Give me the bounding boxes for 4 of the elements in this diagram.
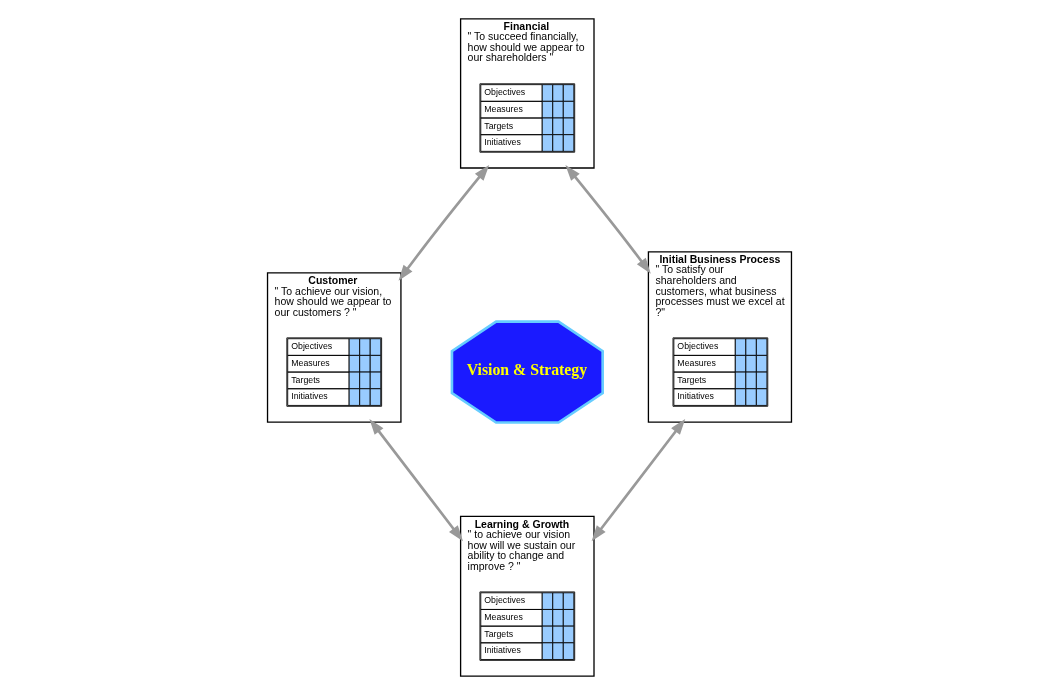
arrow (564, 164, 651, 274)
arrow (398, 164, 489, 281)
arrow (368, 418, 463, 542)
arrow (591, 418, 685, 542)
